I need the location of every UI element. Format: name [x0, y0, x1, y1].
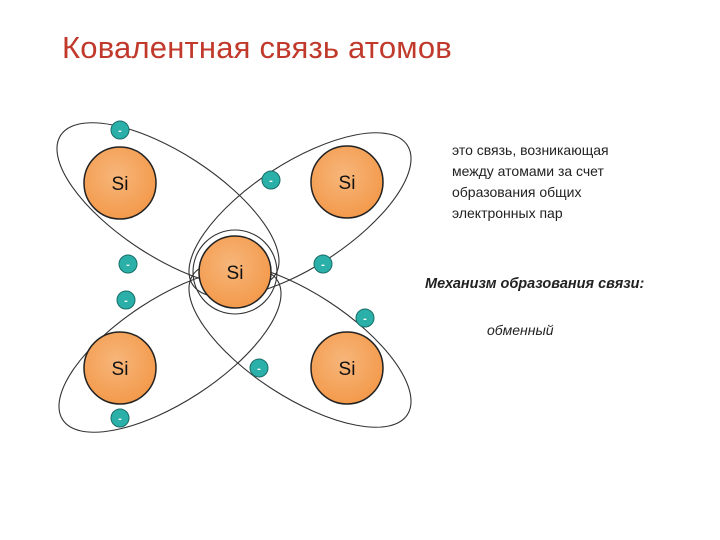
electron-4: -: [313, 254, 333, 274]
electron-7: -: [249, 358, 269, 378]
svg-text:-: -: [118, 413, 122, 425]
electrons: - - - - - - - -: [110, 120, 375, 428]
atom-label: Si: [339, 173, 356, 194]
electron-8: -: [110, 408, 130, 428]
electron-1: -: [110, 120, 130, 140]
atom-si-top-left: Si: [83, 146, 157, 220]
definition-line: электронных пар: [452, 205, 563, 221]
definition-line: между атомами за счет: [452, 163, 604, 179]
definition-text: это связь, возникающая между атомами за …: [452, 140, 609, 224]
mechanism-label: Механизм образования связи:: [425, 276, 645, 292]
electron-5: -: [116, 290, 136, 310]
atom-si-center: Si: [192, 229, 278, 315]
atom-label: Si: [112, 174, 129, 195]
mechanism-value: обменный: [487, 322, 554, 338]
definition-line: это связь, возникающая: [452, 142, 609, 158]
electron-3: -: [118, 254, 138, 274]
svg-text:-: -: [269, 175, 273, 187]
svg-text:-: -: [126, 259, 130, 271]
atom-si-bottom-left: Si: [83, 331, 157, 405]
atom-label: Si: [227, 263, 244, 284]
electron-6: -: [355, 308, 375, 328]
orbit-top-left: [56, 122, 280, 288]
atom-label: Si: [112, 359, 129, 380]
svg-text:-: -: [363, 313, 367, 325]
orbit-bottom-left: [58, 267, 282, 433]
atom-si-bottom-right: Si: [310, 331, 384, 405]
atom-si-top-right: Si: [310, 145, 384, 219]
atom-label: Si: [339, 359, 356, 380]
orbit-top-right: [188, 132, 412, 298]
page-title: Ковалентная связь атомов: [62, 30, 452, 65]
svg-text:-: -: [321, 259, 325, 271]
svg-text:-: -: [124, 295, 128, 307]
electron-2: -: [261, 170, 281, 190]
svg-text:-: -: [118, 125, 122, 137]
definition-line: образования общих: [452, 184, 582, 200]
svg-text:-: -: [257, 363, 261, 375]
